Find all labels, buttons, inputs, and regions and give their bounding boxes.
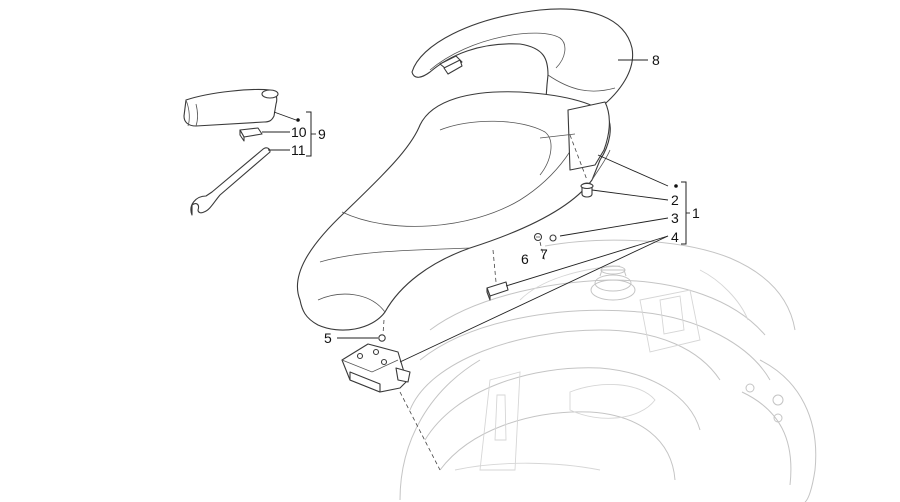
side-bolts-ghost: [745, 383, 784, 423]
seat-saddle: [296, 91, 611, 331]
guide-bracket: [399, 391, 441, 471]
callout-11: 11: [291, 142, 306, 158]
wrench-tool: [190, 147, 271, 216]
screw-6: [533, 232, 543, 242]
callout-4: 4: [671, 229, 679, 245]
seat-hinge-bracket: [341, 343, 411, 393]
callout-9: 9: [318, 126, 326, 142]
leader-pouch: [273, 111, 297, 121]
callout-3: 3: [671, 210, 679, 226]
leader-1-top: [597, 154, 669, 187]
guide-screw: [539, 241, 546, 263]
lock-latch: [486, 281, 509, 301]
dot-group-1: [674, 184, 678, 188]
callout-8: 8: [652, 52, 660, 68]
seat-pin: [580, 182, 594, 198]
washer-7: [549, 234, 557, 242]
callout-1: 1: [692, 205, 700, 221]
leader-3: [559, 217, 669, 237]
guide-latch: [492, 249, 497, 283]
guide-seat-pin: [382, 319, 385, 335]
guide-backrest: [569, 134, 588, 181]
callout-7: 7: [540, 246, 548, 262]
leader-4: [505, 235, 669, 287]
bracket-group-1: [681, 181, 687, 245]
callout-6: 6: [521, 251, 529, 267]
tool-pouch: [183, 88, 279, 127]
callout-10: 10: [291, 124, 307, 140]
leader-2: [591, 189, 669, 201]
screw-5: [378, 334, 386, 342]
scooter-body-ghost: [399, 239, 817, 502]
dot-group-9: [296, 118, 300, 122]
bracket-group-9: [306, 111, 312, 157]
tool-clip: [239, 127, 263, 142]
callout-5: 5: [324, 330, 332, 346]
leader-5b: [399, 235, 669, 363]
callout-2: 2: [671, 192, 679, 208]
fuel-cap-ghost: [590, 265, 636, 301]
